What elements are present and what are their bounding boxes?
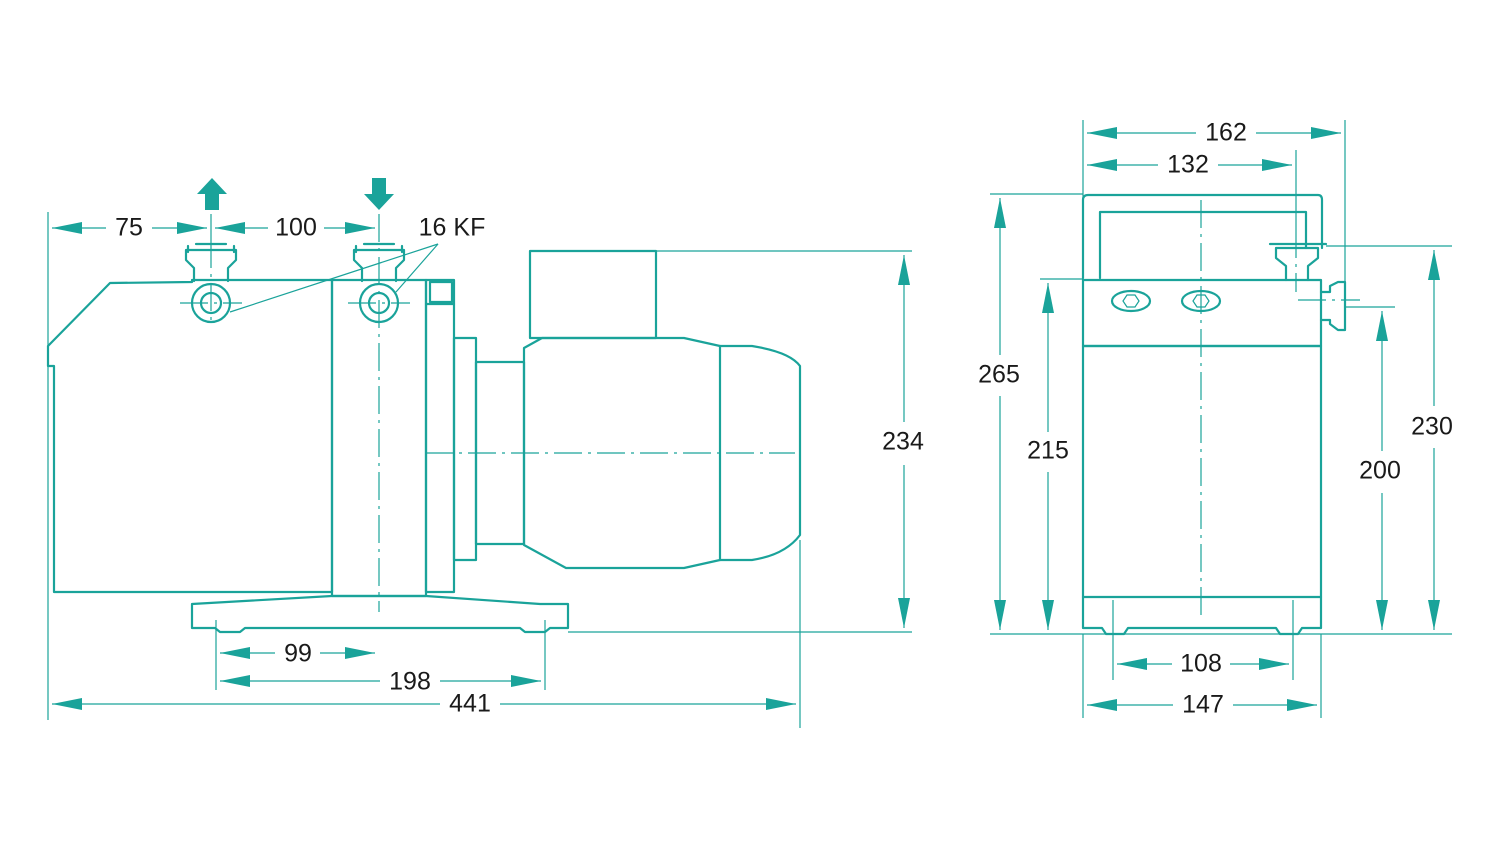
coupling <box>452 336 478 562</box>
flange-plate <box>424 278 456 594</box>
motor-end-cap <box>718 344 802 562</box>
dim-label-198: 198 <box>389 668 431 696</box>
terminal-box <box>528 249 658 340</box>
top-port <box>1268 242 1328 282</box>
exhaust-arrow-up-icon <box>197 178 227 210</box>
feet <box>1081 595 1323 636</box>
dim-label-75: 75 <box>115 214 143 242</box>
flange-label: 16 KF <box>419 214 486 242</box>
pump-housing <box>46 278 334 594</box>
side-port <box>1319 280 1347 332</box>
dim-label-234: 234 <box>882 428 924 456</box>
dim-label-441: 441 <box>449 690 491 718</box>
side-view <box>46 178 912 728</box>
end-view <box>990 120 1452 718</box>
sight-glass-left <box>1110 289 1152 313</box>
dim-label-132: 132 <box>1167 151 1209 179</box>
intake-arrow-down-icon <box>364 178 394 210</box>
dim-label-230: 230 <box>1411 413 1453 441</box>
dim-label-100: 100 <box>275 214 317 242</box>
dim-label-200: 200 <box>1359 457 1401 485</box>
dim-label-265: 265 <box>978 361 1020 389</box>
dim-label-108: 108 <box>1180 650 1222 678</box>
dim-label-147: 147 <box>1182 691 1224 719</box>
dim-label-215: 215 <box>1027 437 1069 465</box>
flange-cap <box>428 280 454 304</box>
dim-label-99: 99 <box>284 640 312 668</box>
pump-head <box>1081 278 1323 348</box>
pump-body <box>1081 344 1323 599</box>
dim-label-162: 162 <box>1205 119 1247 147</box>
base-plate <box>190 594 570 634</box>
